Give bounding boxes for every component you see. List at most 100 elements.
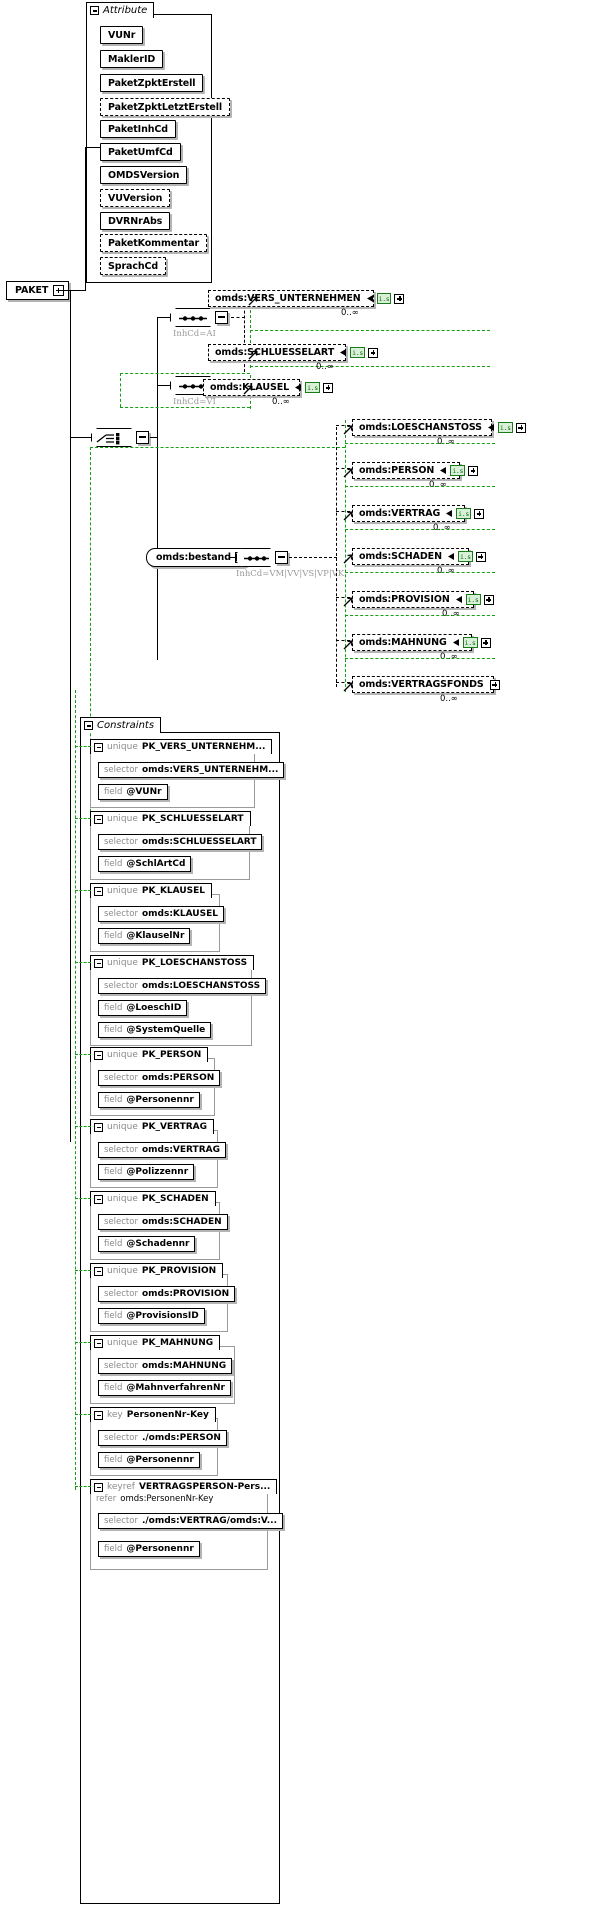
constraint-selector-row[interactable]: selector omds:KLAUSEL (98, 906, 224, 922)
constraint-header[interactable]: key PersonenNr-Key (90, 1407, 216, 1422)
constraint-selector-row[interactable]: selector omds:SCHLUESSELART (98, 834, 263, 850)
constraint-selector-row[interactable]: selector omds:PROVISION (98, 1286, 236, 1302)
constraint-field-row[interactable]: field @SystemQuelle (98, 1022, 212, 1038)
constraint-selector-row[interactable]: selector omds:MAHNUNG (98, 1358, 233, 1374)
collapse-icon[interactable] (94, 1482, 103, 1492)
constraint-header[interactable]: unique PK_VERS_UNTERNEHM... (90, 739, 273, 754)
element-ref-box[interactable]: omds:MAHNUNG i.s (352, 634, 491, 651)
collapse-icon[interactable] (94, 1122, 103, 1132)
attribute-box-optional[interactable]: PaketKommentar (100, 234, 208, 252)
constraint-field-row[interactable]: field @MahnverfahrenNr (98, 1380, 231, 1396)
constraint-selector-row[interactable]: selector omds:PERSON (98, 1070, 221, 1086)
connector-dashed (231, 317, 245, 318)
constraint-field-row[interactable]: field @Polizzennr (98, 1164, 195, 1180)
constraint-selector-row[interactable]: selector omds:VERS_UNTERNEHM... (98, 762, 285, 778)
scope-marker (75, 1414, 91, 1415)
row-value: omds:MAHNUNG (141, 1361, 227, 1371)
attribute-box-optional[interactable]: VUVersion (100, 189, 171, 207)
collapse-icon[interactable] (94, 1194, 103, 1204)
constraint-field-row[interactable]: field @SchlArtCd (98, 856, 192, 872)
row-kind: field (104, 931, 123, 941)
sequence-collapse-icon[interactable] (215, 311, 228, 324)
constraint-header[interactable]: unique PK_VERTRAG (90, 1119, 215, 1134)
collapse-icon[interactable] (94, 1410, 103, 1420)
expand-icon[interactable] (367, 347, 378, 358)
constraints-group-tab[interactable]: Constraints (80, 717, 162, 733)
element-ref-label: omds:SCHADEN (359, 551, 442, 562)
expand-icon[interactable] (474, 508, 484, 519)
constraint-selector-row[interactable]: selector ./omds:VERTRAG/omds:V... (98, 1513, 283, 1529)
constraint-field-row[interactable]: field @Schadennr (98, 1236, 196, 1252)
attribute-box[interactable]: MaklerID (100, 50, 164, 68)
constraint-selector-row[interactable]: selector omds:LOESCHANSTOSS (98, 978, 267, 994)
element-ref-box[interactable]: omds:SCHLUESSELART i.s (208, 344, 378, 361)
constraint-field-row[interactable]: field @ProvisionsID (98, 1308, 205, 1324)
attribute-box[interactable]: VUNr (100, 26, 144, 44)
row-value: @LoeschID (126, 1003, 182, 1013)
attribute-box[interactable]: OMDSVersion (100, 166, 188, 184)
constraint-header[interactable]: unique PK_SCHADEN (90, 1191, 216, 1206)
element-ref-box[interactable]: omds:LOESCHANSTOSS i.s (352, 419, 526, 436)
constraint-field-row[interactable]: field @Personennr (98, 1452, 200, 1468)
attribute-box[interactable]: PaketUmfCd (100, 143, 181, 161)
element-ref-box[interactable]: omds:SCHADEN i.s (352, 548, 486, 565)
connector (70, 290, 72, 1142)
element-ref-box[interactable]: omds:PROVISION i.s (352, 591, 494, 608)
expand-icon[interactable] (483, 594, 494, 605)
collapse-icon[interactable] (84, 721, 93, 730)
root-element-paket[interactable]: PAKET (6, 281, 70, 300)
ref-arrow-icon (248, 296, 258, 306)
collapse-icon[interactable] (94, 742, 103, 752)
element-ref-box[interactable]: omds:VERTRAGSFONDS (352, 676, 500, 693)
sequence-compositor-ai[interactable] (170, 308, 228, 327)
choice-compositor[interactable] (91, 428, 149, 447)
expand-icon[interactable] (322, 382, 333, 393)
collapse-icon[interactable] (94, 1050, 103, 1060)
constraint-kind: unique (107, 814, 138, 824)
choice-collapse-icon[interactable] (136, 431, 149, 444)
constraint-field-row[interactable]: field @KlauselNr (98, 928, 191, 944)
constraint-selector-row[interactable]: selector omds:SCHADEN (98, 1214, 228, 1230)
collapse-icon[interactable] (94, 1338, 103, 1348)
expand-icon[interactable] (468, 465, 479, 476)
attribute-box[interactable]: PaketZpktErstell (100, 74, 204, 92)
constraint-field-row[interactable]: field @Personennr (98, 1092, 200, 1108)
collapse-icon[interactable] (90, 6, 99, 15)
collapse-icon[interactable] (94, 1266, 103, 1276)
constraint-header[interactable]: unique PK_MAHNUNG (90, 1335, 221, 1350)
expand-icon[interactable] (515, 422, 526, 433)
constraint-header[interactable]: keyref VERTRAGSPERSON-Pers... (90, 1479, 278, 1494)
attribute-group-tab[interactable]: Attribute (86, 2, 155, 18)
branch-condition: InhCd=VI (173, 397, 216, 407)
row-kind: field (104, 1095, 123, 1105)
element-ref-label: omds:VERS_UNTERNEHMEN (215, 293, 361, 304)
attribute-box-optional[interactable]: SprachCd (100, 257, 167, 275)
expand-icon[interactable] (394, 293, 405, 304)
expand-icon[interactable] (480, 637, 491, 648)
collapse-icon[interactable] (94, 886, 103, 896)
element-ref-box[interactable]: omds:PERSON i.s (352, 462, 479, 479)
constraint-header[interactable]: unique PK_PROVISION (90, 1263, 224, 1278)
collapse-icon[interactable] (94, 958, 103, 968)
constraint-selector-row[interactable]: selector omds:VERTRAG (98, 1142, 226, 1158)
attribute-box-optional[interactable]: PaketZpktLetztErstell (100, 98, 231, 116)
element-ref-box[interactable]: omds:VERTRAG i.s (352, 505, 484, 522)
row-kind: field (104, 1311, 123, 1321)
constraint-header[interactable]: unique PK_SCHLUESSELART (90, 811, 251, 826)
attribute-box[interactable]: DVRNrAbs (100, 212, 171, 230)
expand-icon[interactable] (489, 679, 500, 690)
sequence-compositor-bestand[interactable] (236, 548, 288, 567)
sequence-collapse-icon[interactable] (275, 551, 288, 564)
attribute-box[interactable]: PaketInhCd (100, 120, 176, 138)
collapse-icon[interactable] (94, 814, 103, 824)
constraint-field-row[interactable]: field @Personennr (98, 1541, 200, 1557)
attribute-label: SprachCd (108, 260, 159, 272)
constraint-field-row[interactable]: field @VUNr (98, 784, 168, 800)
expand-icon[interactable] (475, 551, 486, 562)
element-ref-box[interactable]: omds:VERS_UNTERNEHMEN i.s (208, 290, 405, 307)
constraint-header[interactable]: unique PK_LOESCHANSTOSS (90, 955, 255, 970)
constraint-selector-row[interactable]: selector ./omds:PERSON (98, 1430, 227, 1446)
constraint-header[interactable]: unique PK_KLAUSEL (90, 883, 213, 898)
constraint-header[interactable]: unique PK_PERSON (90, 1047, 209, 1062)
constraint-field-row[interactable]: field @LoeschID (98, 1000, 188, 1016)
